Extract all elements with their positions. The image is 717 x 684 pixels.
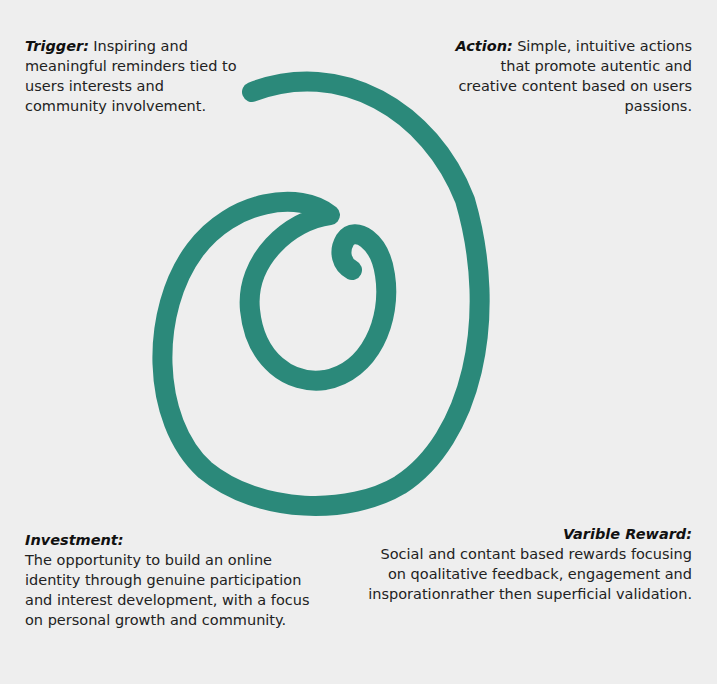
step-heading: Trigger: <box>25 38 89 54</box>
text-block: Varible Reward:Social and contant based … <box>362 524 692 604</box>
step-heading: Investment: <box>25 530 330 550</box>
step-description: Social and contant based rewards focusin… <box>368 546 692 602</box>
spiral-stroke <box>162 82 479 506</box>
step-heading: Varible Reward: <box>362 524 692 544</box>
text-block: Investment:The opportunity to build an o… <box>25 530 330 630</box>
step-description: The opportunity to build an online ident… <box>25 552 310 628</box>
step-heading: Action: <box>455 38 512 54</box>
text-block: Trigger:Inspiring and meaningful reminde… <box>25 36 250 116</box>
text-block: Action:Simple, intuitive actions that pr… <box>452 36 692 116</box>
